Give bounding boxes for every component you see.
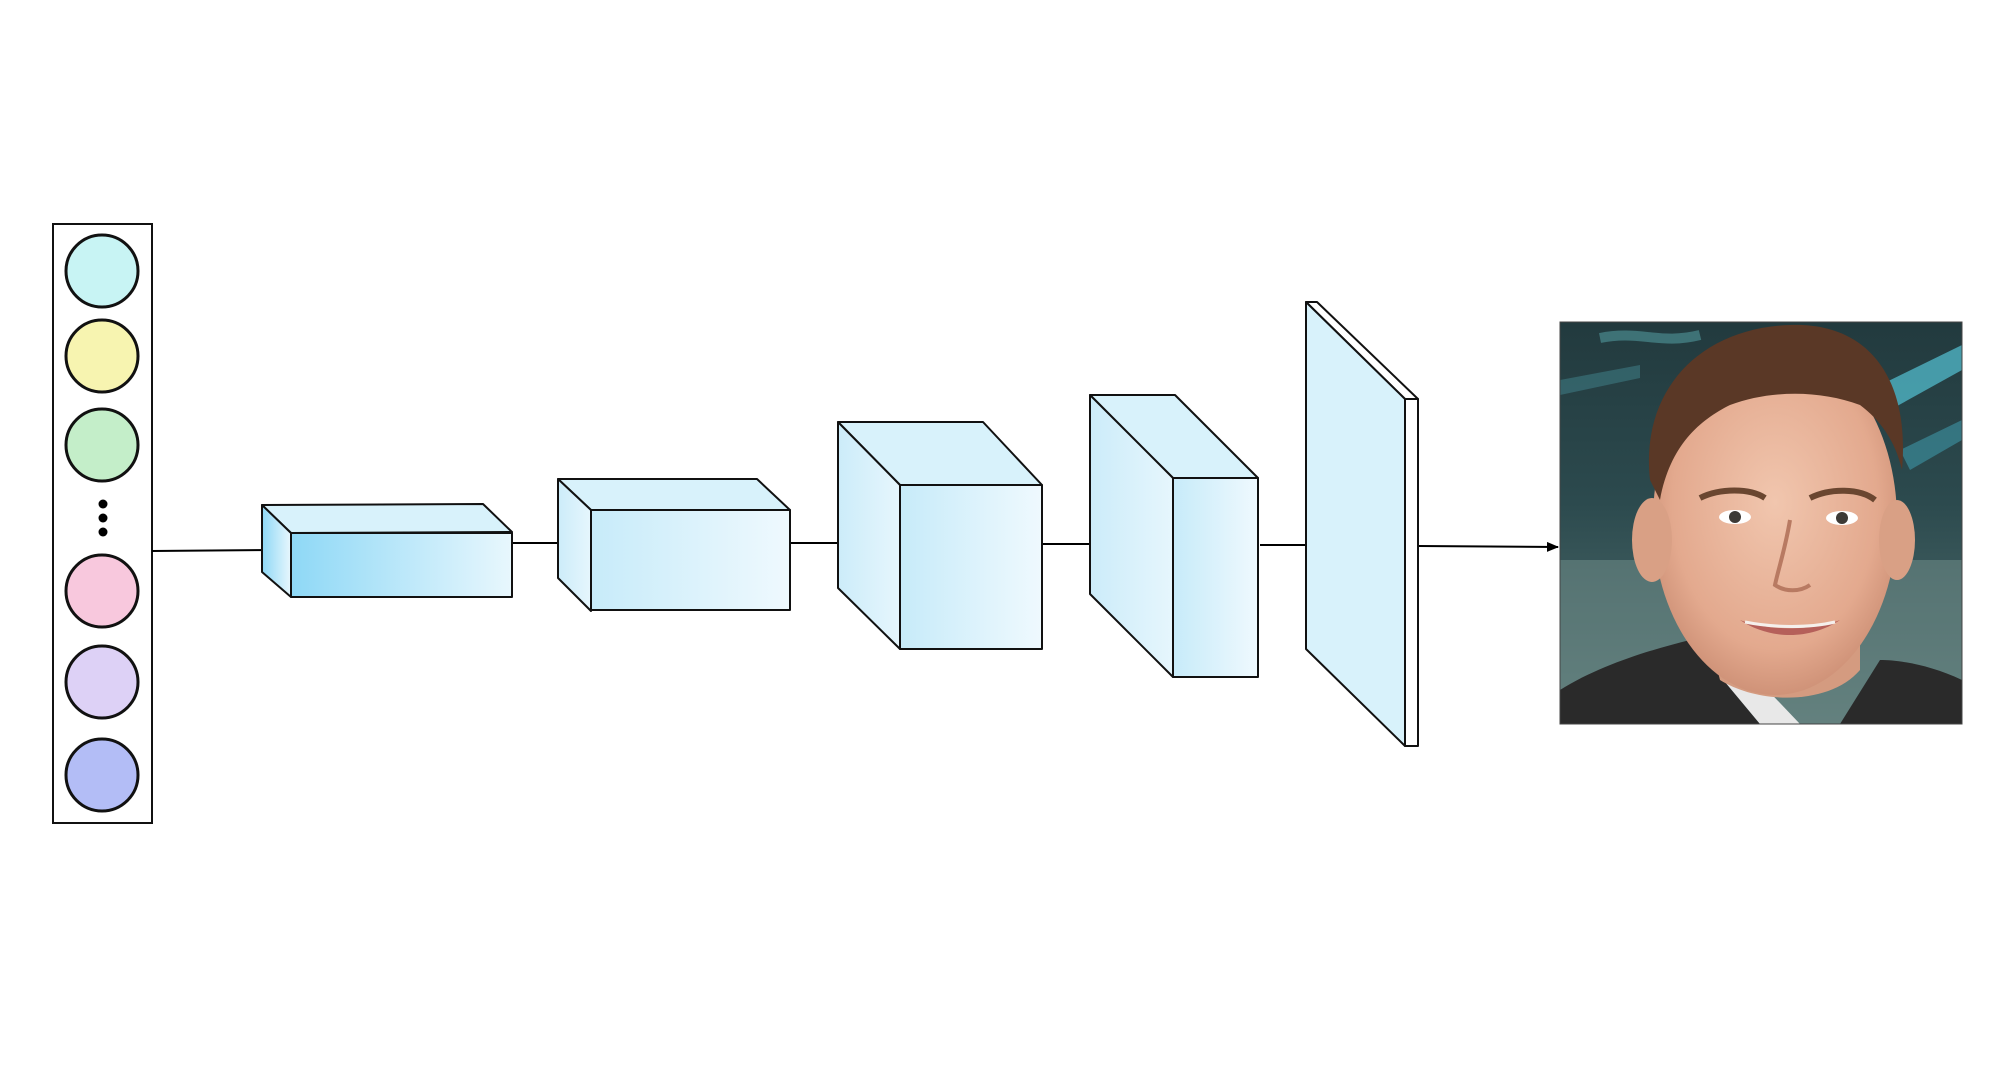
block-4-front	[1172, 477, 1259, 678]
layer-block-4	[1089, 394, 1259, 678]
input-vector-frame	[52, 223, 153, 824]
output-image	[1560, 322, 1962, 724]
block-2-front	[590, 509, 791, 611]
input-node-5	[64, 644, 140, 720]
input-node-6	[64, 737, 140, 813]
input-node-4	[64, 553, 140, 629]
block-1-front	[290, 532, 513, 598]
layer-block-3	[837, 421, 1043, 650]
output-image-frame	[1559, 321, 1963, 725]
plane-face	[1305, 301, 1406, 747]
input-vector	[52, 223, 153, 824]
block-2-top	[557, 478, 791, 511]
input-node-2	[64, 318, 140, 394]
arrow-plane-to-output	[1417, 541, 1559, 552]
layer-output-plane	[1305, 301, 1419, 747]
ellipsis-dots	[98, 499, 108, 537]
block-1-top	[261, 503, 513, 534]
layer-block-2	[557, 478, 791, 612]
input-node-1	[64, 233, 140, 309]
block-3-front	[899, 484, 1043, 650]
arrow-input-to-block1	[151, 545, 278, 556]
layer-block-1	[261, 503, 513, 598]
plane-edge	[1404, 398, 1419, 747]
input-node-3	[64, 407, 140, 483]
